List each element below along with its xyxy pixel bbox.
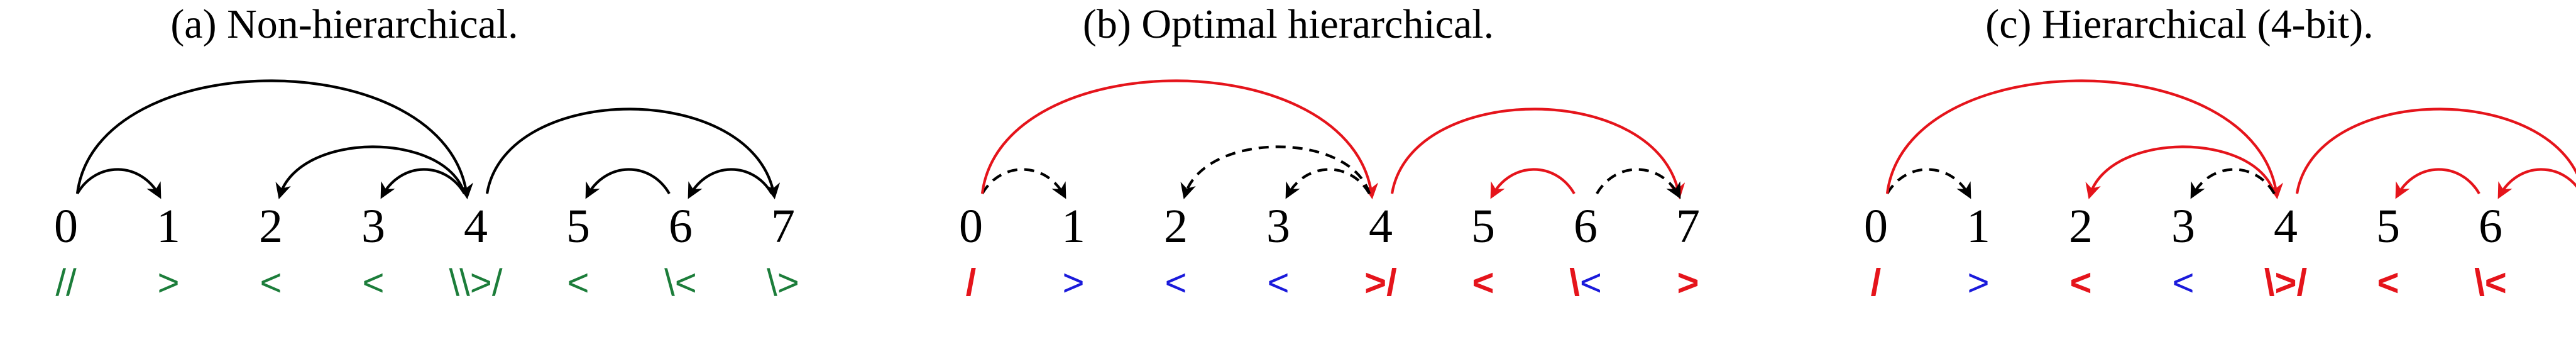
arc-6-to-5 [585, 168, 671, 199]
arc-4-to-3 [380, 168, 466, 199]
symbol-segment: < [260, 262, 282, 304]
arc-4-to-3 [1285, 168, 1371, 199]
panel-caption: (c) Hierarchical (4-bit). [1985, 1, 2373, 47]
node-7: 7 [771, 200, 795, 253]
arc-0-to-4 [75, 79, 473, 200]
arc-4-to-7 [2295, 108, 2576, 199]
node-1: 1 [156, 200, 180, 253]
panel-caption: (b) Optimal hierarchical. [1083, 1, 1494, 47]
node-symbol: > [1967, 262, 1989, 304]
node-symbol: >/ [1364, 262, 1397, 304]
node-symbol: // [55, 262, 77, 304]
node-3: 3 [1266, 200, 1290, 253]
arc-4-to-2 [1180, 145, 1371, 199]
arc-6-to-5 [1490, 168, 1576, 199]
node-symbol: \> [767, 262, 799, 304]
node-symbol: < [1472, 262, 1494, 304]
node-1: 1 [1061, 200, 1085, 253]
symbol-segment: \> [767, 262, 799, 304]
arc-0-to-1 [1886, 168, 1971, 199]
node-symbol: < [2377, 262, 2399, 304]
arc-7-to-6 [688, 168, 773, 199]
node-symbol: > [157, 262, 179, 304]
symbol-segment: < [2172, 262, 2194, 304]
panel-optimal-hierarchical: (b) Optimal hierarchical. 0 1 2 3 4 5 6 7 / > < < >/… [959, 1, 1700, 304]
node-symbol: \\>/ [449, 262, 502, 304]
node-symbol: < [1267, 262, 1289, 304]
node-6: 6 [2479, 200, 2502, 253]
arc-7-to-6 [2497, 168, 2576, 199]
symbol-segment: < [1580, 262, 1602, 304]
node-4: 4 [2274, 200, 2298, 253]
node-5: 5 [1471, 200, 1495, 253]
panel-non-hierarchical: (a) Non-hierarchical. 0 1 2 3 4 5 6 7 // > < < \\>/ <… [54, 1, 799, 304]
symbol-segment: >/ [1364, 262, 1397, 304]
arc-0-to-4 [1885, 79, 2283, 200]
node-3: 3 [2171, 200, 2195, 253]
symbol-segment: < [362, 262, 384, 304]
node-5: 5 [2376, 200, 2400, 253]
arc-4-to-7 [485, 108, 781, 199]
node-2: 2 [2069, 200, 2093, 253]
symbol-segment: < [2069, 262, 2091, 304]
symbol-segment: \< [2474, 262, 2507, 304]
node-2: 2 [259, 200, 283, 253]
node-5: 5 [566, 200, 590, 253]
node-6: 6 [1574, 200, 1598, 253]
node-symbol: < [1165, 262, 1187, 304]
symbol-segment: < [1267, 262, 1289, 304]
arc-6-to-7 [1596, 168, 1681, 199]
arc-0-to-1 [76, 168, 162, 199]
node-symbol: \< [2474, 262, 2507, 304]
arc-4-to-3 [2190, 168, 2276, 199]
symbol-segment: > [157, 262, 179, 304]
symbol-segment: \ [1569, 262, 1580, 304]
node-0: 0 [1864, 200, 1888, 253]
arc-4-to-2 [2085, 145, 2276, 199]
node-0: 0 [959, 200, 983, 253]
node-symbol: \>/ [2264, 262, 2308, 304]
symbol-segment: < [2377, 262, 2399, 304]
node-symbol: \< [1569, 262, 1602, 304]
node-symbol: > [1677, 262, 1699, 304]
symbol-segment: \\>/ [449, 262, 502, 304]
node-0: 0 [54, 200, 78, 253]
arc-4-to-2 [275, 145, 466, 199]
node-symbol: < [2172, 262, 2194, 304]
symbol-segment: // [55, 262, 77, 304]
symbol-segment: / [966, 262, 977, 304]
node-1: 1 [1966, 200, 1990, 253]
arc-4-to-7 [1390, 108, 1685, 199]
node-4: 4 [1369, 200, 1393, 253]
node-symbol: < [567, 262, 589, 304]
symbol-segment: > [1062, 262, 1084, 304]
symbol-segment: < [1165, 262, 1187, 304]
arc-6-to-5 [2395, 168, 2480, 199]
node-3: 3 [361, 200, 385, 253]
node-6: 6 [669, 200, 693, 253]
symbol-segment: < [567, 262, 589, 304]
panel-hierarchical-4bit: (c) Hierarchical (4-bit). 01234567/><<\>… [1864, 1, 2576, 304]
panel-caption: (a) Non-hierarchical. [170, 1, 518, 47]
arc-0-to-4 [980, 79, 1378, 200]
symbol-segment: < [1472, 262, 1494, 304]
node-symbol: / [1871, 262, 1882, 304]
symbol-segment: \< [664, 262, 697, 304]
symbol-segment: \>/ [2264, 262, 2308, 304]
node-symbol: \< [664, 262, 697, 304]
node-symbol: < [2069, 262, 2091, 304]
node-7: 7 [1676, 200, 1700, 253]
node-2: 2 [1164, 200, 1188, 253]
symbol-segment: > [1967, 262, 1989, 304]
symbol-segment: / [1871, 262, 1882, 304]
node-4: 4 [464, 200, 488, 253]
node-symbol: > [1062, 262, 1084, 304]
node-symbol: < [260, 262, 282, 304]
arc-0-to-1 [981, 168, 1066, 199]
node-symbol: / [966, 262, 977, 304]
node-symbol: < [362, 262, 384, 304]
symbol-segment: > [1677, 262, 1699, 304]
